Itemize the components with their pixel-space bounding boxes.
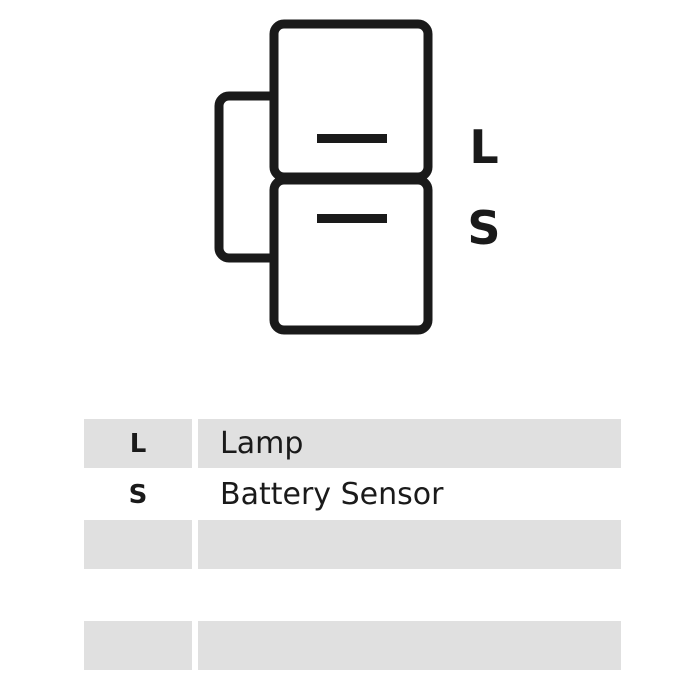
legend-description: Lamp <box>198 419 621 468</box>
legend-code <box>84 571 192 620</box>
legend-description <box>198 520 621 569</box>
legend-row <box>84 571 621 620</box>
legend-description <box>198 621 621 670</box>
connector-upper-housing <box>269 19 433 182</box>
legend-code: L <box>84 419 192 468</box>
legend-description <box>198 571 621 620</box>
legend-code: S <box>128 479 148 510</box>
pin-label-s: S <box>467 201 500 255</box>
legend-row: S Battery Sensor <box>84 470 621 519</box>
connector-lower-housing <box>269 175 433 335</box>
terminal-s-blade <box>317 214 387 223</box>
legend-row: L Lamp <box>84 419 621 468</box>
legend-row <box>84 520 621 569</box>
terminal-l-blade <box>317 134 387 143</box>
legend-code <box>84 520 192 569</box>
legend-description: Battery Sensor <box>220 477 444 512</box>
legend-code <box>84 621 192 670</box>
legend-row <box>84 621 621 670</box>
connector-diagram: L S <box>214 19 501 335</box>
pin-label-l: L <box>469 120 498 174</box>
